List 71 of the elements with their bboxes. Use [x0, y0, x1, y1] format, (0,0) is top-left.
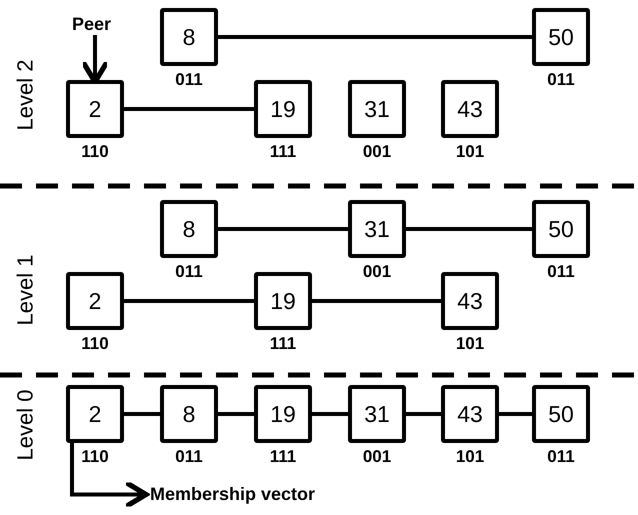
membership-vector-label: 011 [546, 447, 576, 467]
peer-node-box [441, 272, 499, 330]
membership-vector-label: 001 [362, 447, 392, 467]
node-id: 19 [270, 400, 296, 428]
peer-node-box [348, 80, 406, 138]
membership-vector-label: 011 [174, 70, 204, 90]
membership-vector-label: 011 [546, 262, 576, 282]
membership-vector-label: 011 [546, 70, 576, 90]
peer-node-box [66, 272, 124, 330]
node-id: 43 [457, 288, 483, 314]
node-id: 8 [182, 400, 196, 428]
link-line [124, 412, 160, 416]
node-id: 19 [270, 96, 296, 122]
node-id: 31 [364, 400, 390, 428]
peer-node-box [532, 385, 590, 443]
node-id: 8 [182, 24, 196, 50]
annotation-text: Membership vector [150, 484, 316, 505]
peer-node-box [66, 385, 124, 443]
membership-vector-label: 101 [454, 334, 486, 354]
membership-vector-label: 011 [174, 447, 204, 467]
membership-vector-label: 111 [268, 334, 298, 354]
peer-node-box [348, 200, 406, 258]
level-label: Level 1 [12, 254, 38, 326]
node-id: 19 [270, 288, 296, 314]
peer-node-box [532, 8, 590, 66]
node-id: 50 [548, 24, 574, 50]
membership-vector-label: 111 [268, 142, 298, 162]
node-id: 43 [457, 96, 483, 122]
peer-node-box [254, 272, 312, 330]
node-id: 31 [364, 216, 390, 242]
peer-node-box [348, 385, 406, 443]
peer-node-box [441, 80, 499, 138]
membership-vector-label: 101 [454, 447, 486, 467]
link-line [312, 412, 348, 416]
link-line [218, 227, 348, 231]
peer-node-box [254, 385, 312, 443]
membership-vector-label: 110 [80, 334, 110, 354]
level-label: Level 2 [12, 60, 38, 130]
peer-node-box [160, 200, 218, 258]
peer-node-box [441, 385, 499, 443]
peer-node-box [66, 80, 124, 138]
link-line [406, 227, 532, 231]
node-id: 2 [88, 400, 102, 428]
peer-node-box [160, 385, 218, 443]
link-line [312, 299, 441, 303]
membership-vector-label: 110 [80, 447, 110, 467]
node-id: 50 [548, 400, 574, 428]
peer-node-box [160, 8, 218, 66]
membership-vector-label: 111 [268, 447, 298, 467]
annotation-text: Peer [72, 14, 112, 35]
link-line [499, 412, 532, 416]
membership-vector-label: 110 [80, 142, 110, 162]
link-line [218, 412, 254, 416]
node-id: 50 [548, 216, 574, 242]
peer-node-box [254, 80, 312, 138]
node-id: 2 [88, 96, 102, 122]
arrow [70, 443, 149, 510]
membership-vector-label: 011 [174, 262, 204, 282]
node-id: 43 [457, 400, 483, 428]
link-line [124, 299, 254, 303]
node-id: 8 [182, 216, 196, 242]
membership-vector-label: 001 [362, 262, 392, 282]
peer-node-box [532, 200, 590, 258]
membership-vector-label: 101 [454, 142, 486, 162]
link-line [406, 412, 441, 416]
node-id: 2 [88, 288, 102, 314]
membership-vector-label: 001 [362, 142, 392, 162]
link-line [124, 107, 254, 111]
level-label: Level 0 [12, 390, 38, 460]
link-line [218, 35, 532, 39]
node-id: 31 [364, 96, 390, 122]
